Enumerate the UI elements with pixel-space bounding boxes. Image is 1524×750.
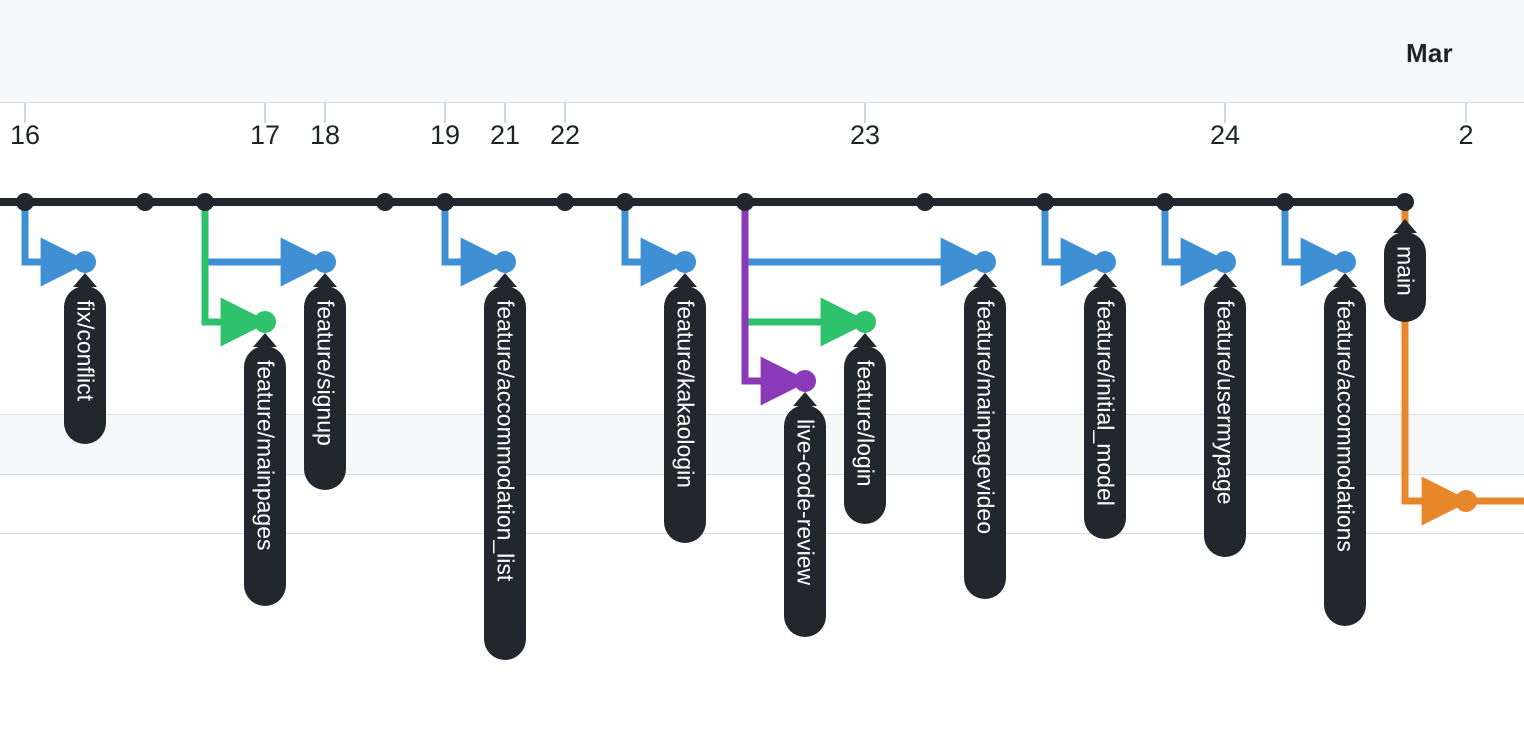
pill-pointer-icon	[1213, 273, 1237, 287]
branch-name-label: feature/mainpages	[252, 360, 279, 551]
month-header-band	[0, 0, 1524, 103]
branch-pill-main[interactable]: main	[1384, 219, 1426, 322]
pill-pointer-icon	[253, 333, 277, 347]
day-label: 24	[1209, 120, 1241, 150]
day-tick-mark	[264, 103, 266, 123]
branch-name-label: feature/initial_model	[1092, 300, 1119, 506]
lane-gridline	[0, 474, 1524, 475]
branch-name-label: feature/usermypage	[1212, 300, 1239, 505]
branch-pill-feature-mainpages[interactable]: feature/mainpages	[244, 333, 286, 606]
pill-pointer-icon	[1093, 273, 1117, 287]
day-tick-mark	[1224, 103, 1226, 123]
pill-pointer-icon	[793, 392, 817, 406]
pill-pointer-icon	[973, 273, 997, 287]
day-tick-mark	[864, 103, 866, 123]
branch-pill-feature-signup[interactable]: feature/signup	[304, 273, 346, 490]
branch-pill-fix-conflict[interactable]: fix/conflict	[64, 273, 106, 444]
pill-pointer-icon	[673, 273, 697, 287]
day-tick-mark	[564, 103, 566, 123]
branch-pill-feature-accommodations[interactable]: feature/accommodations	[1324, 273, 1366, 626]
branch-name-label: feature/mainpagevideo	[972, 300, 999, 534]
branch-name-label: main	[1392, 246, 1419, 296]
branch-pill-feature-usermypage[interactable]: feature/usermypage	[1204, 273, 1246, 557]
branch-pill-live-code-review[interactable]: live-code-review	[784, 392, 826, 637]
branch-pill-feature-login[interactable]: feature/login	[844, 333, 886, 524]
day-tick-mark	[504, 103, 506, 123]
pill-pointer-icon	[73, 273, 97, 287]
lane-gridline	[0, 414, 1524, 415]
branch-name-label: feature/signup	[312, 300, 339, 446]
day-label: 17	[249, 120, 281, 150]
branch-name-label: fix/conflict	[72, 300, 99, 401]
day-label: 22	[549, 120, 581, 150]
lane-gridline	[0, 533, 1524, 534]
branch-pill-feature-mainpagevideo[interactable]: feature/mainpagevideo	[964, 273, 1006, 599]
day-label: 21	[489, 120, 521, 150]
branch-edges	[21, 202, 1524, 526]
day-label: 16	[9, 120, 41, 150]
pill-pointer-icon	[313, 273, 337, 287]
day-tick-mark	[324, 103, 326, 123]
branch-name-label: feature/login	[852, 360, 879, 487]
pill-pointer-icon	[493, 273, 517, 287]
branch-name-label: feature/kakaologin	[672, 300, 699, 488]
pill-pointer-icon	[1333, 273, 1357, 287]
day-tick-mark	[444, 103, 446, 123]
day-label: 18	[309, 120, 341, 150]
day-tick-mark	[1465, 103, 1467, 123]
month-label: Mar	[1406, 38, 1453, 68]
pill-pointer-icon	[853, 333, 877, 347]
day-tick-mark	[24, 103, 26, 123]
day-label: 23	[849, 120, 881, 150]
branch-pill-feature-accommodation-list[interactable]: feature/accommodation_list	[484, 273, 526, 660]
branch-name-label: feature/accommodations	[1332, 300, 1359, 552]
branch-pill-feature-kakaologin[interactable]: feature/kakaologin	[664, 273, 706, 543]
day-label: 19	[429, 120, 461, 150]
branch-pill-feature-initial-model[interactable]: feature/initial_model	[1084, 273, 1126, 539]
pill-pointer-icon	[1393, 219, 1417, 233]
branch-name-label: feature/accommodation_list	[492, 300, 519, 582]
day-label: 2	[1458, 120, 1474, 150]
commit-dots	[16, 193, 1477, 512]
branch-name-label: live-code-review	[792, 419, 819, 586]
